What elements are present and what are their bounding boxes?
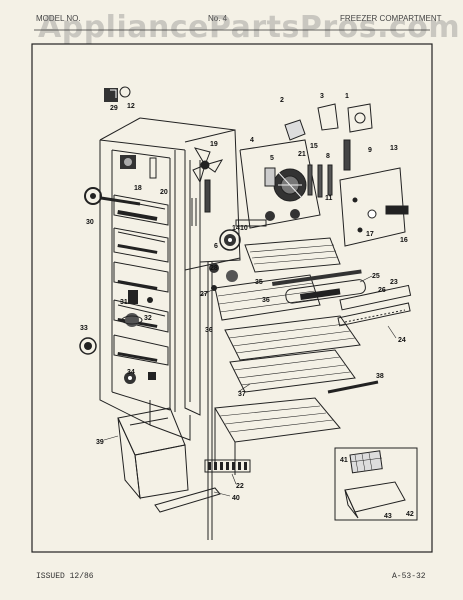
callout-4: 4 [250, 137, 254, 144]
callout-26: 26 [378, 287, 386, 294]
diagram-frame [31, 43, 433, 553]
hinge-33 [79, 337, 97, 355]
callout-13: 13 [390, 145, 398, 152]
callout-16: 16 [400, 237, 408, 244]
fan-blade [192, 147, 224, 184]
callout-23: 23 [390, 279, 398, 286]
wire-shelves [214, 237, 361, 475]
callout-24: 24 [398, 337, 406, 344]
grille [204, 459, 251, 473]
callout-15: 15 [310, 143, 318, 150]
callout-6: 6 [214, 243, 218, 250]
callout-41: 41 [340, 457, 348, 464]
callout-38: 38 [376, 373, 384, 380]
header-model: MODEL NO. [36, 14, 81, 23]
callout-35: 35 [255, 279, 263, 286]
leader-lines [103, 275, 397, 497]
storage-basket [117, 407, 189, 500]
callout-12: 12 [127, 103, 135, 110]
shelf-accents [117, 210, 158, 362]
door-shelves [113, 194, 169, 366]
callout-18: 18 [134, 185, 142, 192]
callout-29: 29 [110, 105, 118, 112]
evaporator-cover [339, 167, 409, 247]
header-section: FREEZER COMPARTMENT [340, 14, 442, 23]
callout-33: 33 [80, 325, 88, 332]
control-parts [120, 155, 157, 179]
door-handle [84, 187, 141, 206]
callout-39: 39 [96, 439, 104, 446]
callout-labels: 1 2 3 4 5 6 8 9 10 11 12 13 14 15 16 17 … [80, 93, 414, 520]
evaporator-assembly [239, 139, 333, 229]
callout-36-b: 36 [262, 297, 270, 304]
callout-30: 30 [86, 219, 94, 226]
callout-5: 5 [270, 155, 274, 162]
callout-1: 1 [345, 93, 349, 100]
callout-19: 19 [210, 141, 218, 148]
watermark: AppliancePartsPros.com [38, 10, 461, 45]
issued-date: ISSUED 12/86 [36, 572, 94, 581]
fan-motor [219, 209, 300, 251]
callout-20: 20 [160, 189, 168, 196]
page-code: A-53-32 [392, 572, 426, 581]
callout-14: 14 [232, 225, 240, 232]
top-controls [204, 103, 373, 213]
callout-17: 17 [366, 231, 374, 238]
callout-43: 43 [384, 513, 392, 520]
callout-25: 25 [372, 273, 380, 280]
callout-42: 42 [406, 511, 414, 518]
callout-27: 27 [200, 291, 208, 298]
callout-22: 22 [236, 483, 244, 490]
callout-8: 8 [326, 153, 330, 160]
callout-3: 3 [320, 93, 324, 100]
callout-40: 40 [232, 495, 240, 502]
shelf-rails [272, 269, 412, 327]
callout-11: 11 [325, 195, 333, 202]
callout-2: 2 [280, 97, 284, 104]
callout-10: 10 [240, 225, 248, 232]
cabinet [99, 117, 236, 441]
shelf-trim [327, 380, 379, 394]
callout-37: 37 [238, 391, 246, 398]
hinge-34 [124, 372, 156, 384]
header-number: No. 4 [208, 14, 228, 23]
callout-34: 34 [127, 369, 135, 376]
liner-panel [184, 129, 241, 540]
latch-parts [121, 290, 153, 327]
top-hinge [104, 86, 131, 102]
callout-28: 28 [210, 265, 218, 272]
callout-36-a: 36 [205, 327, 213, 334]
ice-inset [334, 447, 418, 521]
callout-31: 31 [120, 299, 128, 306]
kick-strip [154, 487, 221, 513]
callout-9: 9 [368, 147, 372, 154]
callout-32: 32 [144, 315, 152, 322]
callout-21: 21 [298, 151, 306, 158]
